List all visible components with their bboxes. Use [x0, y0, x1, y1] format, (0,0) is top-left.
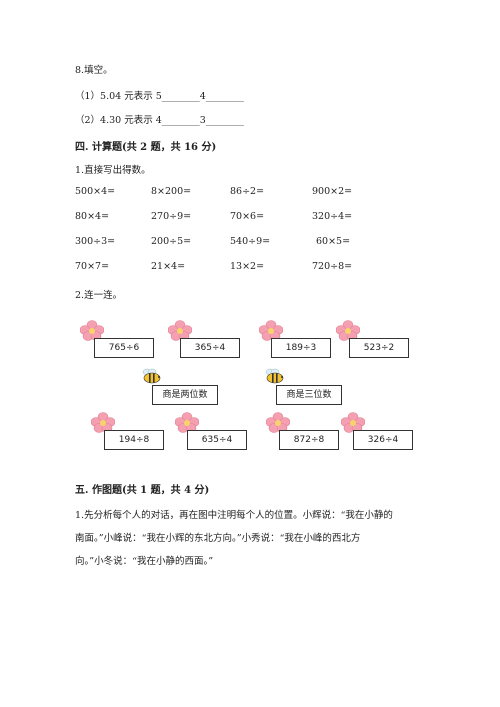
calc-instruction: 1.直接写出得数。: [75, 165, 151, 176]
calc-r3-c0: 70×7=: [75, 261, 110, 272]
calc-r1-c1: 270÷9=: [151, 211, 192, 222]
calc-r3-c2: 13×2=: [230, 261, 265, 272]
section-4-title: 四. 计算题(共 2 题，共 16 分): [75, 142, 217, 153]
calc-r3-c1: 21×4=: [151, 261, 186, 272]
bottom-card-3[interactable]: 872÷8: [279, 430, 339, 450]
calc-r0-c1: 8×200=: [151, 186, 192, 197]
flower-icon: [341, 412, 365, 433]
flower-icon: [266, 412, 290, 433]
top-card-3[interactable]: 189÷3: [271, 338, 331, 358]
bottom-card-1[interactable]: 194÷8: [104, 430, 164, 450]
calc-r0-c3: 900×2=: [312, 186, 353, 197]
label-two-digit-quotient[interactable]: 商是两位数: [152, 385, 218, 405]
match-instruction: 2.连一连。: [75, 290, 123, 301]
drawing-prompt-line-3: 向。”小冬说：“我在小静的西面。”: [75, 556, 214, 567]
bee-icon: [265, 368, 284, 384]
q8-item-2: （2）4.30 元表示 4________3________: [75, 115, 244, 126]
bottom-card-4[interactable]: 326÷4: [353, 430, 413, 450]
label-three-digit-quotient[interactable]: 商是三位数: [276, 385, 342, 405]
calc-r3-c3: 720÷8=: [312, 261, 353, 272]
drawing-prompt-line-2: 南面。”小峰说：“我在小辉的东北方向。”小秀说：“我在小峰的西北方: [75, 533, 361, 544]
q8-title: 8.填空。: [75, 65, 113, 76]
calc-r0-c2: 86÷2=: [230, 186, 265, 197]
top-card-2[interactable]: 365÷4: [180, 338, 240, 358]
calc-r2-c1: 200÷5=: [151, 236, 192, 247]
calc-r2-c3: 60×5=: [316, 236, 351, 247]
q8-item-1: （1）5.04 元表示 5________4________: [75, 91, 244, 102]
top-card-1[interactable]: 765÷6: [94, 338, 154, 358]
calc-r1-c2: 70×6=: [230, 211, 265, 222]
calc-r1-c0: 80×4=: [75, 211, 110, 222]
calc-r0-c0: 500×4=: [75, 186, 116, 197]
calc-r1-c3: 320÷4=: [312, 211, 353, 222]
section-5-title: 五. 作图题(共 1 题，共 4 分): [75, 485, 210, 496]
top-card-4[interactable]: 523÷2: [349, 338, 409, 358]
bottom-card-2[interactable]: 635÷4: [187, 430, 247, 450]
bee-icon: [142, 368, 161, 384]
calc-r2-c0: 300÷3=: [75, 236, 116, 247]
drawing-prompt-line-1: 1.先分析每个人的对话，再在图中注明每个人的位置。小辉说：“我在小静的: [75, 510, 393, 521]
calc-r2-c2: 540÷9=: [230, 236, 271, 247]
